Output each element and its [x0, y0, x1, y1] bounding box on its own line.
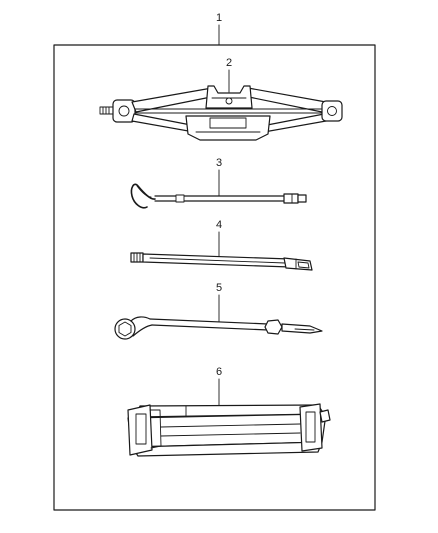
callout-1-label: 1: [216, 12, 222, 24]
lug-wrench-icon: [114, 316, 323, 340]
extension-bar-icon: [130, 252, 313, 271]
callout-3-label: 3: [216, 157, 222, 169]
tool-bag-icon: [127, 403, 331, 457]
callout-6-label: 6: [216, 366, 222, 378]
callout-4-label: 4: [216, 219, 222, 231]
callout-2-label: 2: [226, 57, 232, 69]
jack-handle-icon: [130, 183, 307, 209]
callout-5-label: 5: [216, 282, 222, 294]
scissor-jack-icon: [99, 85, 343, 141]
kit-boundary-box: [53, 44, 376, 511]
